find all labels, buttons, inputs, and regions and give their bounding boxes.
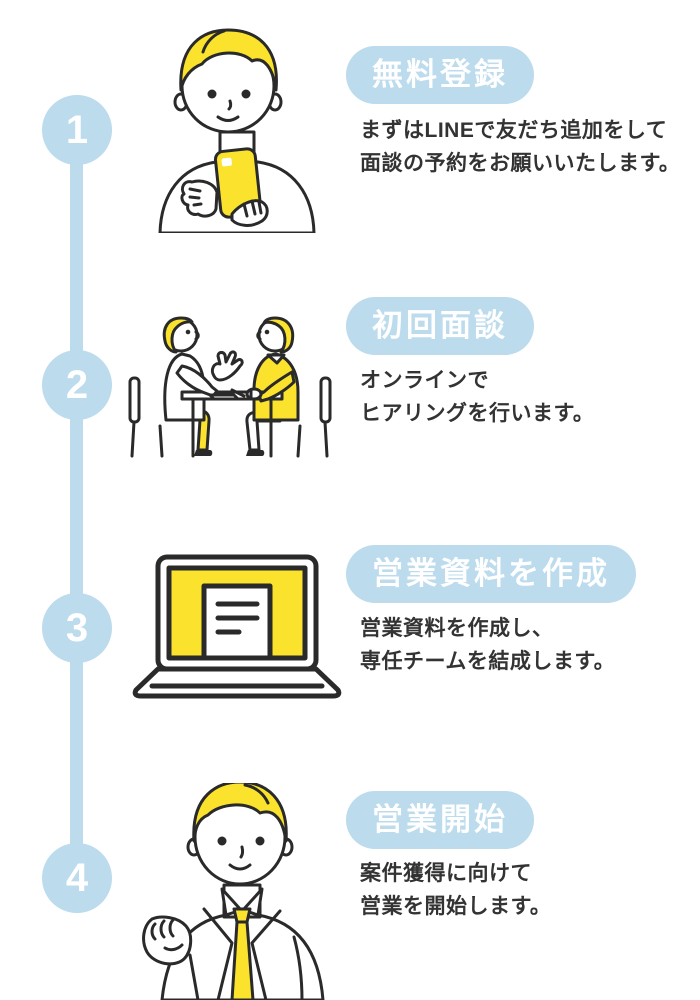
timeline-connector-line (70, 130, 83, 878)
businessman-fist-icon (142, 783, 325, 1000)
interview-table-icon (128, 316, 332, 458)
interview-illustration (120, 298, 340, 460)
step-3-description-line-1: 営業資料を作成し、 (360, 617, 554, 640)
step-2-title-badge: 初回面談 (346, 297, 534, 355)
step-2-description-line-1: オンラインで (360, 369, 489, 392)
step-4-title: 営業開始 (372, 802, 508, 837)
step-4-number-badge: 4 (42, 843, 112, 913)
businessman-illustration (142, 783, 342, 1000)
step-3-title-badge: 営業資料を作成 (346, 545, 636, 603)
step-3-description: 営業資料を作成し、 専任チームを結成します。 (360, 612, 615, 678)
step-3-title: 営業資料を作成 (372, 556, 610, 591)
step-1-number-badge: 1 (42, 95, 112, 165)
step-2-number-badge: 2 (42, 350, 112, 420)
step-1-number: 1 (65, 108, 89, 152)
step-3-description-line-2: 専任チームを結成します。 (360, 650, 616, 673)
step-4-description-line-2: 営業を開始します。 (360, 895, 552, 918)
step-4-description-line-1: 案件獲得に向けて (360, 862, 532, 885)
step-4-number: 4 (65, 856, 89, 900)
laptop-document-icon (132, 554, 342, 699)
step-3-number: 3 (65, 606, 89, 650)
step-4-title-badge: 営業開始 (346, 791, 534, 849)
person-holding-smartphone-illustration (148, 28, 326, 233)
step-2-title: 初回面談 (372, 308, 508, 343)
step-2-description: オンラインで ヒアリングを行います。 (360, 364, 594, 430)
step-1-title: 無料登録 (372, 57, 508, 92)
step-1-description: まずはLINEで友だち追加をして 面談の予約をお願いいたします。 (360, 114, 680, 180)
step-1-description-line-1: まずはLINEで友だち追加をして (360, 119, 668, 142)
step-3-number-badge: 3 (42, 593, 112, 663)
step-1-description-line-2: 面談の予約をお願いいたします。 (360, 152, 681, 175)
laptop-illustration (130, 553, 345, 703)
step-2-number: 2 (65, 363, 89, 407)
step-1-title-badge: 無料登録 (346, 46, 534, 104)
step-4-description: 案件獲得に向けて 営業を開始します。 (360, 857, 551, 923)
step-2-description-line-2: ヒアリングを行います。 (360, 402, 595, 425)
smartphone-person-icon (158, 28, 316, 233)
